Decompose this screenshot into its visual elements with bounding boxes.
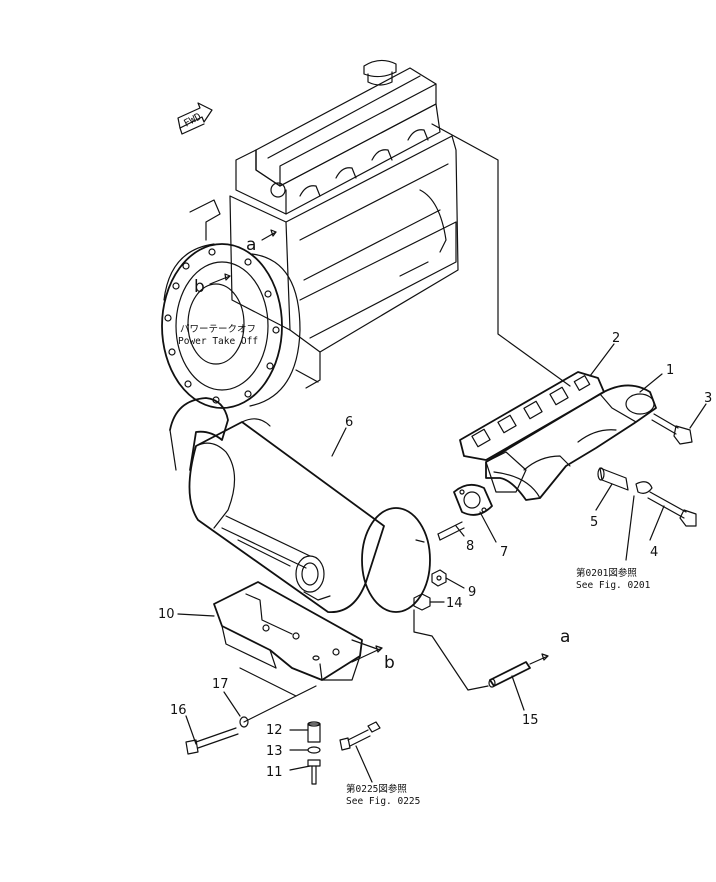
- pto-label-jp: パワーテークオフ: [180, 324, 256, 335]
- manifold-gasket: [459, 371, 605, 461]
- long-bolt: [185, 727, 239, 755]
- callout-7: 7: [500, 545, 508, 560]
- callout-1: 1: [666, 363, 674, 378]
- muffler-gasket: [453, 483, 493, 516]
- callout-9: 9: [468, 585, 476, 600]
- head-port: [299, 185, 321, 197]
- ref-fig0225-jp: 第0225図参照: [346, 783, 407, 795]
- callout-12: 12: [266, 723, 283, 738]
- connecting-pipe: [488, 653, 549, 688]
- callout-16: 16: [170, 703, 187, 718]
- housing-bolts: [164, 248, 280, 404]
- callout-6: 6: [345, 415, 353, 430]
- spring-washer: [239, 716, 249, 728]
- muffler-stud: [437, 521, 465, 541]
- callout-8: 8: [466, 539, 474, 554]
- callout-14: 14: [446, 596, 463, 611]
- cylinder-head: [235, 103, 441, 215]
- bracket-washer: [307, 746, 321, 754]
- pipe-leader-line: [413, 609, 489, 691]
- pipe-point-a: a: [560, 627, 570, 647]
- callout-3: 3: [704, 391, 712, 406]
- mounting-bolt: [339, 721, 381, 751]
- callout-2: 2: [612, 331, 620, 346]
- manifold-bolt: [651, 413, 693, 445]
- bracket-lines: [239, 667, 297, 723]
- bracket-bolt: [307, 759, 321, 785]
- bracket-point-b: b: [384, 653, 395, 673]
- callout-17: 17: [212, 677, 229, 692]
- muffler: [169, 397, 431, 613]
- engine-a-leader: [261, 231, 277, 241]
- muffler-bracket: [213, 581, 363, 681]
- callout-11: 11: [266, 765, 283, 780]
- engine-point-a: a: [246, 235, 256, 255]
- exhaust-manifold: [485, 384, 657, 501]
- oil-filler-cap: [363, 59, 397, 78]
- callout-5: 5: [590, 515, 598, 530]
- spacer-collar: [307, 721, 321, 743]
- engine-b-leader: [209, 275, 231, 285]
- callout-15: 15: [522, 713, 539, 728]
- engine-assembly: パワーテークオフ Power Take Off a b: [161, 59, 459, 409]
- engine-mount: [189, 199, 221, 241]
- callout-13: 13: [266, 744, 283, 759]
- oil-pan: [299, 221, 457, 339]
- callout-leaders: [177, 343, 707, 783]
- pto-label-en: Power Take Off: [178, 336, 258, 347]
- manifold-flange: [485, 451, 527, 493]
- gasket-leader-line: [431, 123, 571, 387]
- clamp-bolt: [635, 481, 697, 527]
- fwd-arrow: FWD: [177, 102, 213, 135]
- callout-10: 10: [158, 607, 175, 622]
- callout-4: 4: [650, 545, 658, 560]
- engine-point-b: b: [194, 277, 205, 297]
- ref-fig0201-en: See Fig. 0201: [576, 580, 651, 591]
- engine-block: [229, 135, 459, 353]
- ref-fig0201-jp: 第0201図参照: [576, 567, 637, 579]
- ref-fig0225-en: See Fig. 0225: [346, 796, 420, 807]
- manifold-stud: [597, 467, 629, 491]
- muffler-nut: [431, 569, 447, 587]
- flywheel-housing: [161, 243, 283, 409]
